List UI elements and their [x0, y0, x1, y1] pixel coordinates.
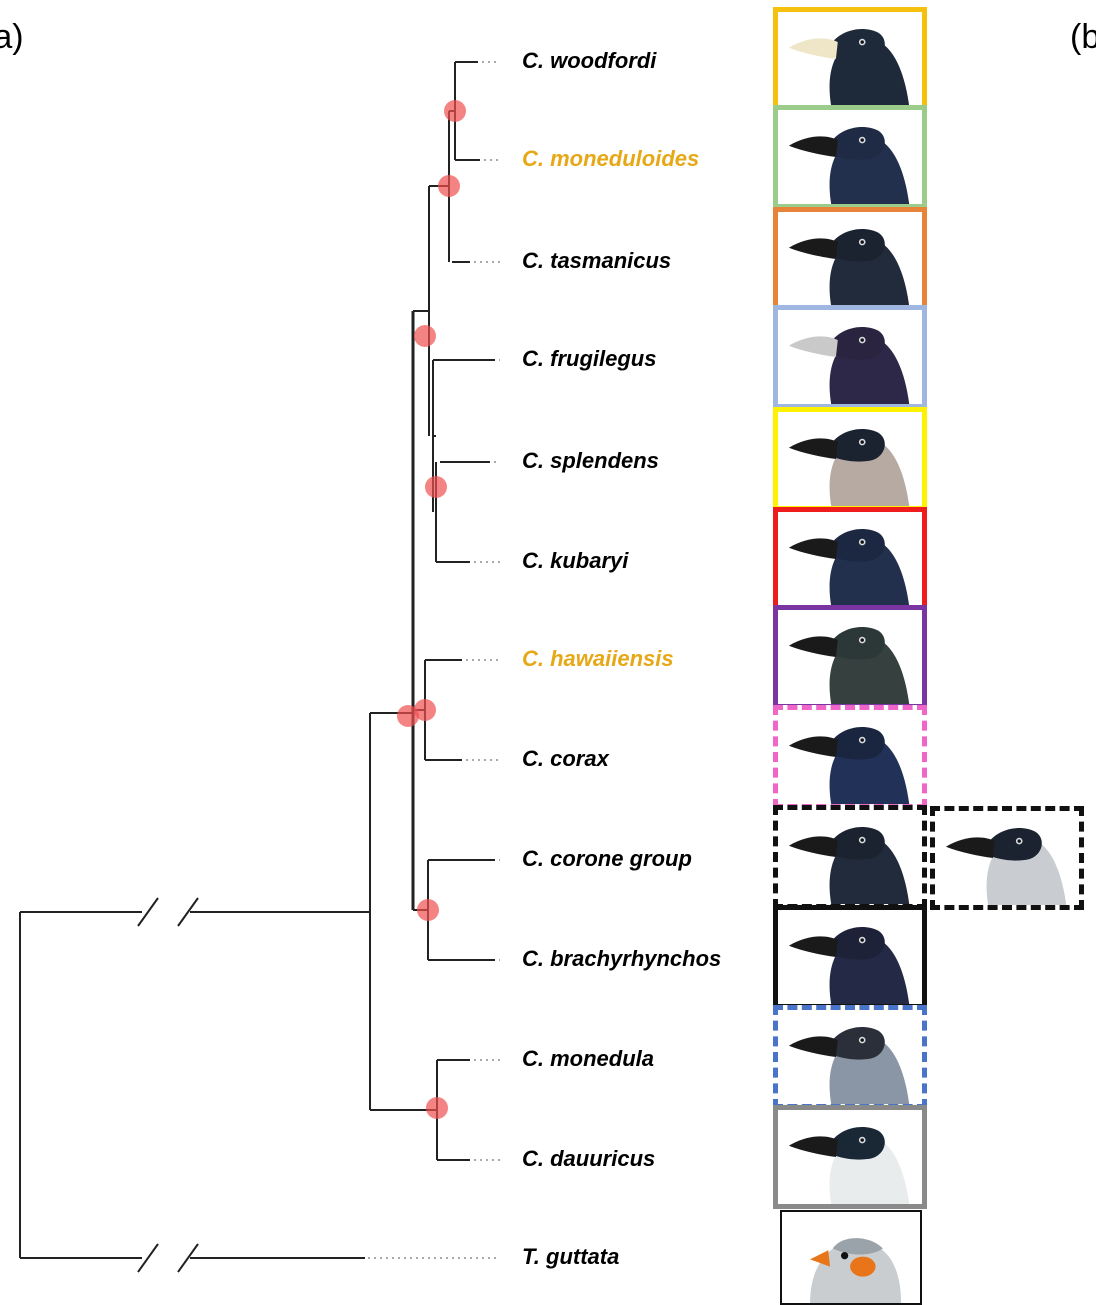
specimen-swatch	[773, 905, 927, 1009]
taxon-label: T. guttata	[522, 1246, 619, 1268]
specimen-swatch	[773, 805, 927, 909]
taxon-label: C. hawaiiensis	[522, 648, 674, 670]
taxon-label: C. monedula	[522, 1048, 654, 1070]
taxon-label: C. frugilegus	[522, 348, 656, 370]
specimen-swatch	[773, 407, 927, 511]
specimen-swatch	[773, 7, 927, 111]
taxon-label: C. splendens	[522, 450, 659, 472]
node-support-marker	[444, 100, 466, 122]
specimen-swatch	[773, 1005, 927, 1109]
specimen-swatch	[773, 507, 927, 611]
taxon-label: C. corax	[522, 748, 609, 770]
node-support-marker	[397, 705, 419, 727]
specimen-swatch	[773, 305, 927, 409]
taxon-label: C. kubaryi	[522, 550, 628, 572]
specimen-swatch	[773, 1105, 927, 1209]
specimen-swatch	[780, 1210, 922, 1305]
node-support-marker	[426, 1097, 448, 1119]
node-support-marker	[417, 899, 439, 921]
node-support-marker	[438, 175, 460, 197]
taxon-label: C. moneduloides	[522, 148, 699, 170]
node-support-marker	[414, 325, 436, 347]
taxon-label: C. brachyrhynchos	[522, 948, 721, 970]
taxon-label: C. tasmanicus	[522, 250, 671, 272]
specimen-swatch	[773, 105, 927, 209]
specimen-swatch	[773, 605, 927, 709]
specimen-swatch	[773, 705, 927, 809]
specimen-swatch-hooded	[930, 806, 1084, 910]
taxon-label: C. woodfordi	[522, 50, 656, 72]
taxon-label: C. dauuricus	[522, 1148, 655, 1170]
taxon-label: C. corone group	[522, 848, 692, 870]
specimen-swatch	[773, 207, 927, 311]
node-support-marker	[425, 476, 447, 498]
